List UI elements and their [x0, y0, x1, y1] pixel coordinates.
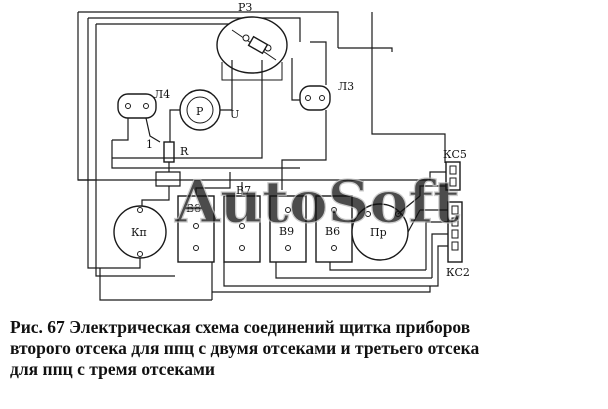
- b9-label: В9: [279, 225, 294, 238]
- resistor-r: [141, 141, 181, 210]
- caption-line-2: второго отсека для ппц с двумя отсеками …: [10, 338, 480, 358]
- wire-relay-to-l3: [291, 41, 327, 101]
- b8-label: В8: [186, 202, 201, 215]
- caption-line-1: Рис. 67 Электрическая схема соединений щ…: [10, 317, 471, 337]
- gauge-label: P: [196, 105, 204, 118]
- kp-label: Кп: [131, 226, 147, 239]
- wire-kp-bus: [99, 268, 212, 301]
- switch-b8: [177, 172, 231, 263]
- lamp-l4-label: Л4: [154, 88, 170, 101]
- connector-kc2: [223, 201, 463, 287]
- lamp-l3-label: Л3: [338, 80, 354, 93]
- wire-right-frame: [338, 12, 446, 163]
- switch-b9: [269, 195, 307, 263]
- point-1-label: 1: [146, 138, 153, 151]
- gauge-p: [169, 60, 233, 148]
- kc2-label: КС2: [446, 266, 470, 279]
- b7-label: В7: [236, 184, 251, 197]
- connector-kc5: [419, 161, 461, 196]
- autosoft-watermark: AutoSoft: [174, 168, 460, 236]
- lamp-l4: [112, 93, 161, 143]
- figure-caption: Рис. 67 Электрическая схема соединений щ…: [10, 317, 606, 380]
- pr-label: Пр: [370, 226, 387, 239]
- relay-rz: [216, 16, 288, 81]
- relay-label: РЗ: [238, 1, 252, 14]
- fuse-pr: [351, 195, 421, 261]
- b6-label: В6: [325, 225, 340, 238]
- resistor-label: R: [180, 145, 189, 158]
- wire-bus-b: [78, 171, 446, 181]
- kc5-label: КС5: [443, 148, 467, 161]
- wire-bottom-return: [211, 262, 431, 300]
- wire-bus-a: [111, 60, 300, 169]
- switch-b7: [223, 182, 261, 263]
- gauge-u-label: U: [230, 108, 239, 121]
- switch-kp: [100, 205, 167, 269]
- lamp-l3: [281, 85, 331, 190]
- caption-line-3: для ппц с тремя отсеками: [10, 359, 216, 379]
